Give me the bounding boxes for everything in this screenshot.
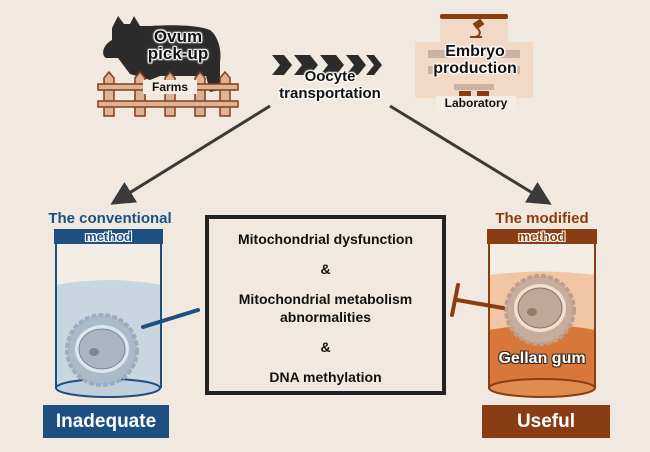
finding-dna-methylation: DNA methylation: [269, 369, 382, 385]
lab-sublabel: Laboratory: [436, 96, 516, 110]
ampersand-1: &: [320, 261, 331, 277]
finding-metabolism-line2: abnormalities: [279, 309, 372, 325]
lab-title-line2: production: [433, 60, 517, 77]
arrow-to-conventional: [110, 104, 271, 205]
inhibition-bar-icon: [450, 283, 505, 317]
modified-method-label: method: [518, 229, 566, 244]
farm-title-line2: pick-up: [147, 44, 209, 63]
microscope-icon: [470, 18, 485, 38]
lab-title-line1: Embryo: [445, 43, 505, 60]
lab-title: Embryo production: [430, 43, 520, 77]
farm-title-line1: Ovum: [153, 27, 203, 46]
cow-icon: [103, 16, 221, 92]
farm-title: Ovum pick-up: [138, 28, 218, 62]
transport-label: Oocyte transportation: [270, 68, 390, 102]
finding-mitochondrial-dysfunction: Mitochondrial dysfunction: [238, 231, 413, 247]
center-box-text: Mitochondrial dysfunction & Mitochondria…: [210, 230, 441, 386]
conventional-method-label: method: [85, 229, 132, 244]
fence-icon: [97, 70, 239, 117]
oocyte-icon: [504, 274, 576, 346]
conventional-result-badge: Inadequate: [43, 405, 169, 438]
transport-line1: Oocyte: [304, 68, 356, 85]
transport-line2: transportation: [279, 85, 381, 102]
farm-sublabel: Farms: [143, 80, 197, 94]
chevron-arrows-icon: [272, 55, 382, 75]
gellan-gum-label: Gellan gum: [498, 350, 586, 367]
oocyte-icon: [65, 313, 139, 387]
finding-metabolism-line1: Mitochondrial metabolism: [238, 291, 413, 307]
laboratory-building-icon: [415, 14, 533, 105]
modified-heading: The modified: [495, 210, 589, 227]
ampersand-2: &: [320, 339, 331, 355]
modified-result-badge: Useful: [482, 405, 610, 438]
conventional-heading: The conventional: [48, 210, 172, 227]
connector-line: [141, 308, 200, 329]
arrow-to-modified: [389, 104, 552, 205]
center-box-frame: [205, 215, 446, 395]
